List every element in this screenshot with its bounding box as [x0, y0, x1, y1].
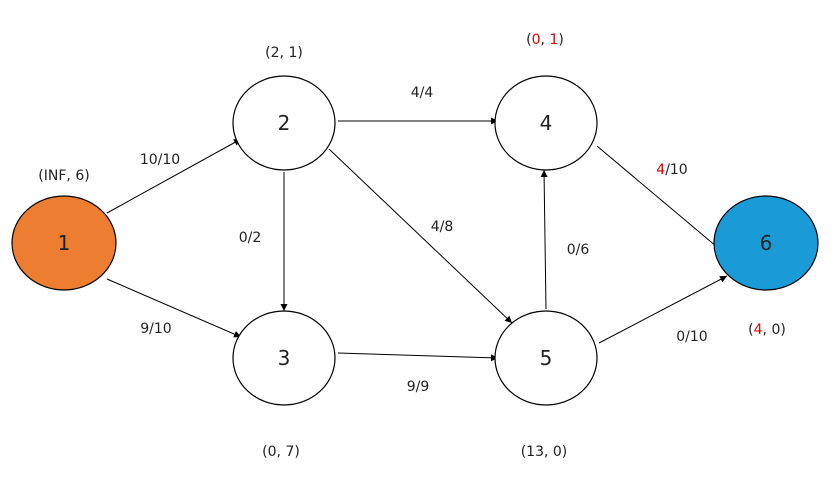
edge-2-to-5 — [328, 148, 513, 324]
node-6: 6 — [713, 195, 819, 291]
node-1: 1 — [11, 195, 117, 291]
edges-layer — [106, 117, 728, 362]
node-6-label: 6 — [760, 231, 773, 255]
node-1-circle — [11, 195, 117, 291]
node-4: 4 — [494, 75, 598, 171]
node-2-label: 2 — [278, 111, 291, 135]
text-segment: (INF, 6) — [38, 168, 89, 184]
node-3-label: 3 — [278, 346, 291, 370]
text-segment: 10/10 — [140, 152, 180, 168]
node-2: 2 — [232, 75, 336, 171]
node-3: 3 — [232, 310, 336, 406]
edge-1-to-2 — [106, 138, 242, 214]
node-4-annotation: (0, 1) — [526, 32, 564, 48]
text-segment: 4/8 — [431, 219, 454, 235]
node-1-annotation: (INF, 6) — [38, 168, 89, 184]
text-segment: ( — [526, 32, 531, 48]
text-segment: (0, 7) — [262, 444, 300, 460]
edge-5-to-4 — [540, 169, 548, 310]
node-4-circle — [494, 75, 598, 171]
edge-label-3-to-5: 9/9 — [407, 379, 430, 395]
edge-label-2-to-3: 0/2 — [239, 230, 262, 246]
edge-3-to-5 — [337, 352, 499, 362]
highlighted-value: 4 — [754, 322, 763, 338]
edge-label-5-to-4: 0/6 — [567, 242, 590, 258]
edge-4-to-6 — [596, 145, 724, 253]
node-2-annotation: (2, 1) — [265, 45, 303, 61]
edge-label-2-to-5: 4/8 — [431, 219, 454, 235]
edge-label-5-to-6: 0/10 — [676, 329, 707, 345]
node-2-circle — [232, 75, 336, 171]
text-segment: , — [541, 32, 550, 48]
text-segment: 9/10 — [140, 321, 171, 337]
text-segment: 0/6 — [567, 242, 590, 258]
edge-label-4-to-6: 4/10 — [656, 162, 687, 178]
node-1-label: 1 — [58, 231, 71, 255]
text-segment: , 0) — [763, 322, 786, 338]
text-segment: 4/4 — [411, 85, 434, 101]
text-segment: ) — [558, 32, 563, 48]
highlighted-value: 1 — [549, 32, 558, 48]
labels-layer: 10/109/104/40/24/89/90/64/100/10(INF, 6)… — [38, 32, 786, 460]
text-segment: 0/10 — [676, 329, 707, 345]
node-4-label: 4 — [540, 111, 553, 135]
highlighted-value: 4 — [656, 162, 665, 178]
text-segment: ( — [748, 322, 753, 338]
edge-label-2-to-4: 4/4 — [411, 85, 434, 101]
node-3-annotation: (0, 7) — [262, 444, 300, 460]
node-5-annotation: (13, 0) — [521, 444, 568, 460]
node-5-label: 5 — [540, 346, 553, 370]
node-3-circle — [232, 310, 336, 406]
highlighted-value: 0 — [532, 32, 541, 48]
node-6-annotation: (4, 0) — [748, 322, 786, 338]
edge-label-1-to-3: 9/10 — [140, 321, 171, 337]
text-segment: (2, 1) — [265, 45, 303, 61]
node-6-circle — [713, 195, 819, 291]
edge-label-1-to-2: 10/10 — [140, 152, 180, 168]
node-5-circle — [494, 310, 598, 406]
text-segment: 9/9 — [407, 379, 430, 395]
text-segment: /10 — [665, 162, 688, 178]
edge-5-to-6 — [598, 275, 728, 344]
text-segment: (13, 0) — [521, 444, 568, 460]
text-segment: 0/2 — [239, 230, 262, 246]
nodes-layer: 1 2 3 4 5 6 — [11, 75, 819, 406]
node-5: 5 — [494, 310, 598, 406]
edge-1-to-3 — [106, 278, 242, 338]
